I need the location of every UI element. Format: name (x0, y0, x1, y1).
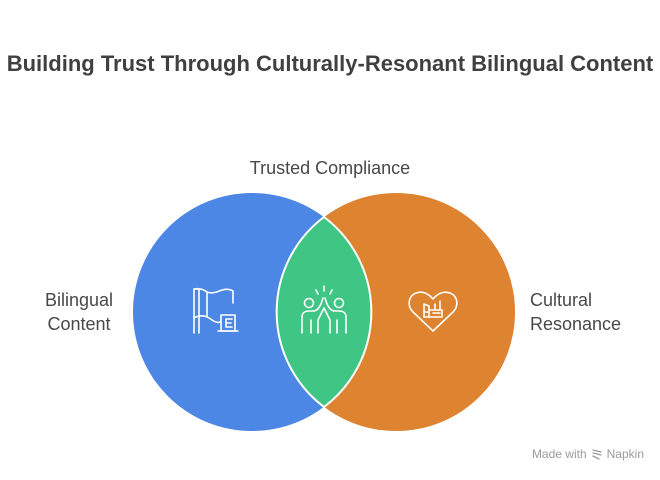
intersection-label: Trusted Compliance (249, 158, 411, 178)
map-flag-language-icon (193, 287, 239, 334)
diagram-title: Building Trust Through Culturally-Resona… (6, 51, 654, 76)
set-label-line: Bilingual (44, 290, 114, 310)
high-five-icon (301, 285, 347, 334)
set-label-bilingual-content: Bilingual Content (20, 288, 138, 336)
heart-building-icon (408, 291, 458, 332)
set-label-cultural-resonance: Cultural Resonance (530, 288, 650, 336)
intersection-trusted-compliance (277, 193, 371, 431)
set-label-line: Resonance (530, 314, 622, 334)
napkin-logo-icon (591, 449, 602, 460)
watermark-brand: Napkin (606, 447, 644, 461)
watermark-prefix: Made with (531, 447, 587, 461)
set-label-line: Cultural (530, 290, 593, 310)
set-label-line: Content (47, 314, 111, 334)
intersection-outline (275, 215, 373, 409)
napkin-watermark[interactable]: Made with Napkin (532, 447, 644, 461)
